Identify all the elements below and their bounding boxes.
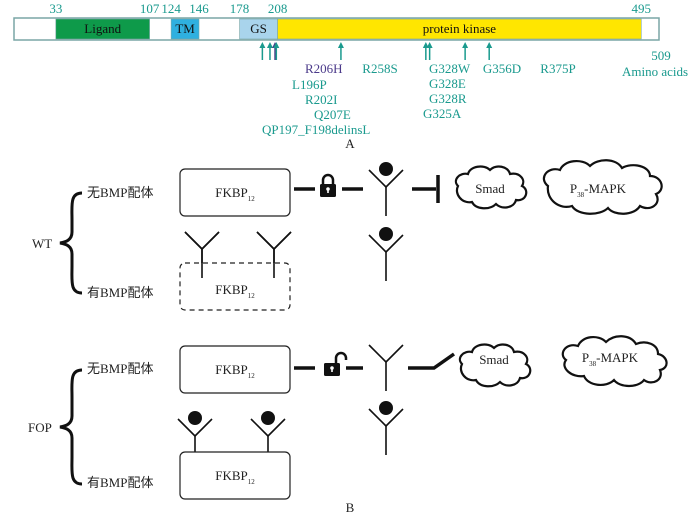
brace-wt [59,191,83,295]
mutation-label-g325a: G325A [423,106,462,121]
brace-fop [59,368,83,486]
group-wt: WT 无BMP配体 有BMP配体 FKBP12 FKBP12 Smad P38-… [32,159,663,311]
group-fop: FOP 无BMP配体 有BMP配体 FKBP12 FKBP12 Smad P38… [28,335,668,500]
cloud-mapk-label: P38-MAPK [570,181,627,199]
fkbp-label: FKBP12 [215,362,255,380]
panel-b-label: B [346,500,355,515]
mutation-label-r258s: R258S [362,61,397,76]
receptor-icon [368,344,404,392]
cloud-mapk-wt [542,159,663,215]
mutation-label-q207e: Q207E [314,107,351,122]
mutation-label-r375p: R375P [540,61,575,76]
cloud-smad-fop [458,343,532,388]
length-label: 509 [651,48,671,63]
cloud-smad-label: Smad [475,181,505,196]
with-ligand-label-fop: 有BMP配体 [87,475,153,490]
domain-label: GS [250,21,267,36]
domain-ligand [55,18,150,40]
panel-b: WT 无BMP配体 有BMP配体 FKBP12 FKBP12 Smad P38-… [28,159,668,515]
domain-label: protein kinase [423,21,497,36]
position-tick-label: 107 [140,1,160,16]
mutation-arrow-icon [462,42,469,60]
position-tick-label: 178 [230,1,250,16]
mutation-label-g356d: G356D [483,61,521,76]
units-label: Amino acids [622,64,688,79]
domain-label: TM [175,21,195,36]
open-switch-line [408,352,456,370]
receptor-bound-icon [369,162,403,216]
mutation-arrow-icon [266,42,273,60]
position-tick-label: 495 [632,1,652,16]
no-ligand-label-fop: 无BMP配体 [87,361,153,376]
mutation-label-r206h: R206H [305,61,343,76]
position-tick-label: 33 [49,1,62,16]
domain-label: Ligand [84,21,121,36]
fkbp-label: FKBP12 [215,185,255,203]
no-ligand-label-wt: 无BMP配体 [87,185,153,200]
mutation-label-g328w: G328W [429,61,471,76]
domain-tm [170,18,200,40]
mutation-arrow-icon [426,42,433,60]
cloud-smad-wt [454,165,528,210]
mutation-arrow-icon [337,42,344,60]
mutation-arrow-icon [422,42,429,60]
cloud-mapk-label: P38-MAPK [582,350,639,368]
cloud-mapk-fop [561,335,668,388]
fkbp-label: FKBP12 [215,468,255,486]
fkbp-box-fop-top [179,345,291,394]
mutation-arrow-icon [273,42,280,60]
fkbp-label: FKBP12 [215,282,255,300]
position-tick-label: 146 [189,1,209,16]
mutation-arrow-icon [259,42,266,60]
mutation-arrow-icon [486,42,493,60]
mutation-label-l196p: L196P [292,77,327,92]
with-ligand-label-wt: 有BMP配体 [87,285,153,300]
cloud-smad-label: Smad [479,352,509,367]
lock-closed-icon [318,173,338,199]
panel-a-label: A [345,136,355,151]
receptor-bound-icon [369,227,403,281]
receptor-bound-icon [369,401,403,455]
position-tick-label: 208 [268,1,288,16]
domain-protein-kinase [277,18,642,40]
mutation-label-qp197: QP197_F198delinsL [262,122,370,137]
lock-open-icon [322,351,348,378]
mutation-label-g328e: G328E [429,76,466,91]
mutation-label-r202i: R202I [305,92,338,107]
position-tick-label: 124 [161,1,181,16]
group-label-wt: WT [32,236,52,251]
mutation-label-g328r: G328R [429,91,467,106]
fkbp-box-wt-bottom [179,262,291,311]
fkbp-box-wt-top [179,168,291,217]
fkbp-box-fop-bottom [179,451,291,500]
group-label-fop: FOP [28,420,52,435]
